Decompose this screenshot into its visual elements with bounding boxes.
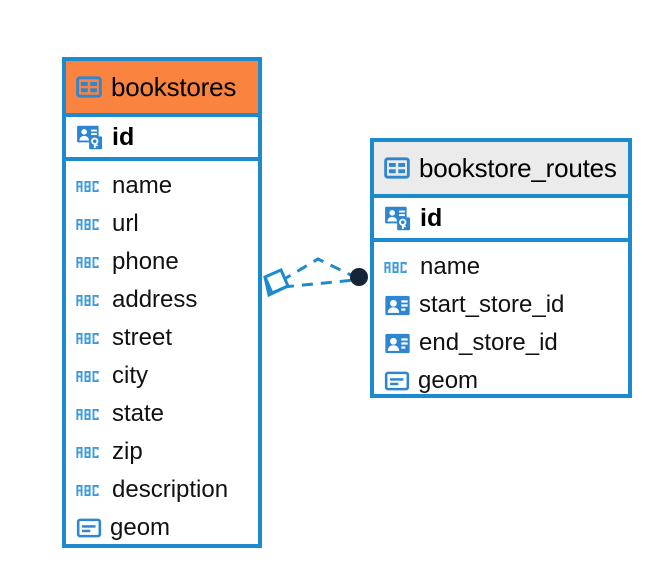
- primary-key-label: id: [420, 203, 443, 232]
- foreign-key-icon: [384, 292, 411, 319]
- field-row-name[interactable]: name: [374, 248, 628, 286]
- field-row-zip[interactable]: zip: [66, 433, 258, 471]
- entity-name: bookstore_routes: [419, 152, 617, 183]
- entity-bookstore-routes-fields: name start_store_id: [374, 242, 628, 408]
- field-row-primary-key[interactable]: id: [374, 194, 628, 242]
- field-row-primary-key[interactable]: id: [66, 113, 258, 161]
- field-row-url[interactable]: url: [66, 205, 258, 243]
- relationship-target-dot-icon[interactable]: [350, 268, 368, 286]
- table-icon: [76, 74, 102, 100]
- field-row-phone[interactable]: phone: [66, 243, 258, 281]
- field-label: state: [112, 400, 165, 427]
- field-row-geom[interactable]: geom: [66, 509, 258, 547]
- geometry-icon: [76, 515, 102, 541]
- field-label: name: [112, 172, 173, 199]
- field-label: end_store_id: [419, 329, 558, 356]
- foreign-key-icon: [384, 330, 411, 357]
- abc-text-icon: [76, 328, 104, 348]
- field-label: address: [112, 286, 198, 313]
- field-label: geom: [110, 514, 171, 541]
- primary-key-icon: [76, 123, 104, 151]
- field-row-name[interactable]: name: [66, 167, 258, 205]
- relationship-source-diamond-icon[interactable]: [263, 268, 290, 298]
- abc-text-icon: [384, 257, 412, 277]
- abc-text-icon: [76, 366, 104, 386]
- abc-text-icon: [76, 404, 104, 424]
- abc-text-icon: [76, 290, 104, 310]
- entity-bookstores-fields: name: [66, 161, 258, 555]
- field-row-start-store-id[interactable]: start_store_id: [374, 286, 628, 324]
- field-row-city[interactable]: city: [66, 357, 258, 395]
- primary-key-label: id: [112, 122, 135, 151]
- entity-name: bookstores: [111, 71, 237, 102]
- abc-text-icon: [76, 176, 104, 196]
- field-row-description[interactable]: description: [66, 471, 258, 509]
- abc-text-icon: [76, 252, 104, 272]
- field-row-state[interactable]: state: [66, 395, 258, 433]
- geometry-icon: [384, 368, 410, 394]
- entity-bookstore-routes[interactable]: bookstore_routes id: [370, 138, 632, 398]
- relationship-link-upper[interactable]: [280, 257, 356, 283]
- table-icon: [384, 155, 410, 181]
- field-label: start_store_id: [419, 291, 565, 318]
- field-label: geom: [418, 367, 479, 394]
- entity-bookstores-header[interactable]: bookstores: [66, 61, 258, 113]
- entity-bookstores[interactable]: bookstores id: [62, 57, 262, 548]
- field-label: name: [420, 253, 481, 280]
- abc-text-icon: [76, 442, 104, 462]
- field-row-address[interactable]: address: [66, 281, 258, 319]
- field-row-end-store-id[interactable]: end_store_id: [374, 324, 628, 362]
- field-label: description: [112, 476, 229, 503]
- entity-bookstore-routes-header[interactable]: bookstore_routes: [374, 142, 628, 194]
- field-row-geom[interactable]: geom: [374, 362, 628, 400]
- primary-key-icon: [384, 204, 412, 232]
- field-label: street: [112, 324, 173, 351]
- abc-text-icon: [76, 214, 104, 234]
- field-row-street[interactable]: street: [66, 319, 258, 357]
- field-label: url: [112, 210, 139, 237]
- field-label: zip: [112, 438, 143, 465]
- field-label: city: [112, 362, 148, 389]
- field-label: phone: [112, 248, 179, 275]
- relationship-link-lower[interactable]: [282, 278, 356, 289]
- abc-text-icon: [76, 480, 104, 500]
